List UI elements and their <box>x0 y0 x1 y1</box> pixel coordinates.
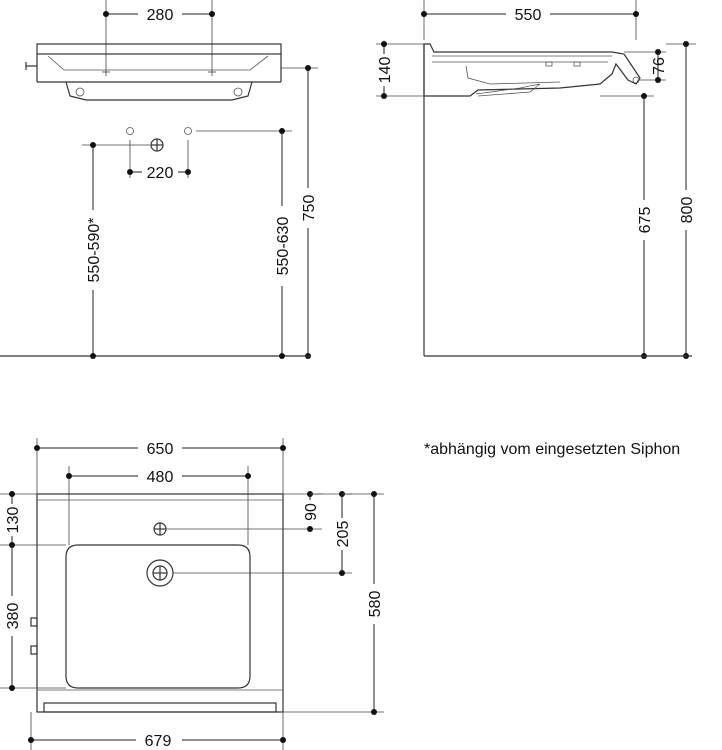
dim-280-label: 280 <box>147 7 174 24</box>
basin-front-silhouette <box>25 43 282 101</box>
dim-380-label: 380 <box>5 603 22 630</box>
dim-140-label: 140 <box>377 57 394 84</box>
dim-480-label: 480 <box>147 469 174 486</box>
dim-550-590-label: 550-590* <box>86 218 103 283</box>
dim-580-label: 580 <box>367 591 384 618</box>
basin-side-profile <box>423 43 641 97</box>
front-view: 280 750 <box>0 0 318 359</box>
dim-205-label: 205 <box>335 521 352 548</box>
dim-550-630-label: 550-630 <box>275 217 292 276</box>
side-view: 550 140 76 <box>376 0 696 359</box>
valve-right-icon <box>184 127 192 135</box>
basin-top-outline <box>30 493 284 713</box>
dim-130-label: 130 <box>5 507 22 534</box>
valve-left-icon <box>126 127 134 135</box>
dim-76-label: 76 <box>651 57 668 75</box>
dim-550-label: 550 <box>515 7 542 24</box>
footnote: *abhängig vom eingesetzten Siphon <box>424 441 680 458</box>
dim-800-label: 800 <box>679 197 696 224</box>
top-view: 650 480 <box>0 438 384 750</box>
dim-675-label: 675 <box>637 207 654 234</box>
dim-90-label: 90 <box>303 503 320 521</box>
dim-650-label: 650 <box>147 441 174 458</box>
dim-679-label: 679 <box>145 733 172 750</box>
dim-750-label: 750 <box>301 195 318 222</box>
dim-220-label: 220 <box>147 165 174 182</box>
